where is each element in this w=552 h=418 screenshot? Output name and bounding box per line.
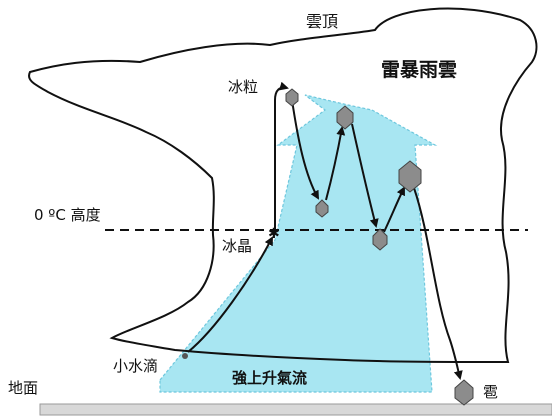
water-droplet-label: 小水滴 (113, 357, 159, 375)
hail-label: 雹 (483, 383, 499, 401)
crystal-to-pellet-arrow (274, 81, 289, 230)
updraft-arrow (159, 94, 438, 393)
ice-crystal-label: 冰晶 (222, 237, 253, 255)
hail-fall-arrow (413, 187, 463, 380)
cloud-top-label: 雲頂 (306, 12, 339, 31)
pellet-up-arrow (325, 126, 346, 201)
ground-label: 地面 (8, 379, 39, 397)
ice-pellet-hexagon (315, 199, 329, 218)
water-droplet-dot (182, 353, 188, 359)
updraft-label: 強上升氣流 (232, 369, 308, 387)
ice-pellet-hexagon (398, 160, 422, 193)
storm-cloud-label: 雷暴雨雲 (381, 59, 458, 81)
ground-bar (39, 403, 552, 416)
cloud-outline (28, 7, 538, 363)
ice-crystal-icon: ✱ (268, 226, 280, 242)
ice-pellet-hexagon (336, 105, 354, 130)
ice-pellet-hexagon (285, 88, 299, 107)
freezing-level-label: 0 ºC 高度 (34, 206, 101, 224)
pellet-down-arrow (291, 99, 319, 200)
ice-pellet-label: 冰粒 (228, 78, 259, 96)
pellet-up-arrow-2 (383, 186, 405, 233)
droplet-to-crystal-arrow (187, 236, 273, 353)
pellet-down-arrow-2 (351, 123, 379, 228)
hailstone-hexagon (454, 379, 474, 406)
ice-pellet-hexagon (372, 228, 388, 251)
